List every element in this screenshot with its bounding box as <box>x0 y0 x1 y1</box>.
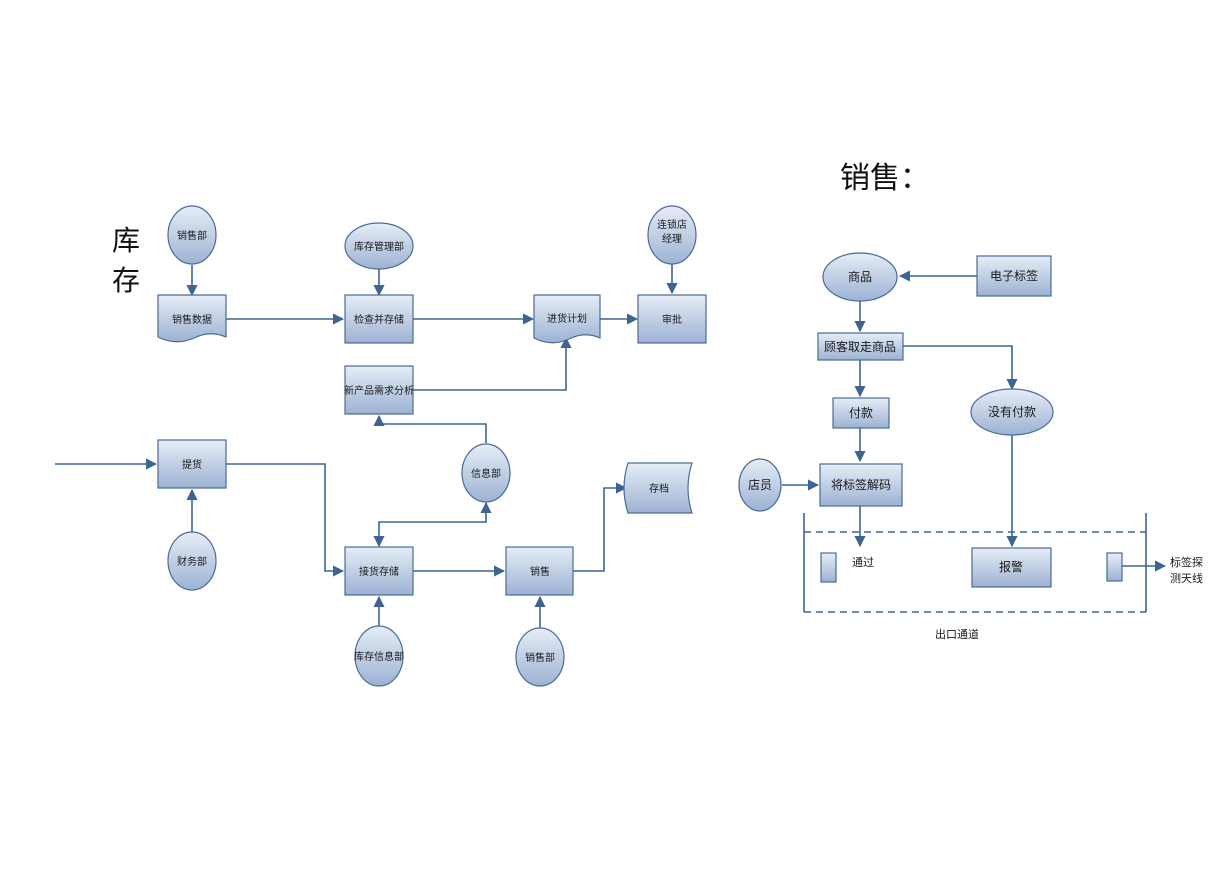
label-antenna-line2: 测天线 <box>1170 571 1203 585</box>
node-rfid-tag <box>976 255 1052 297</box>
node-approve <box>637 294 707 344</box>
label-exit-channel: 出口通道 <box>935 627 979 641</box>
node-no-pay <box>970 388 1054 436</box>
label-manager-line1: 连锁店 <box>657 218 687 231</box>
node-stock-mgmt-dept <box>344 222 414 270</box>
label-info-dept: 信息部 <box>471 467 501 480</box>
label-sales-data: 销售数据 <box>172 313 212 326</box>
node-new-product-analysis <box>344 365 414 415</box>
label-pickup: 提货 <box>182 458 202 471</box>
edge-sales-archive <box>573 482 628 572</box>
label-decode-tag: 将标签解码 <box>831 477 891 492</box>
node-info-dept <box>461 443 511 503</box>
label-purchase-plan: 进货计划 <box>547 312 587 325</box>
label-finance-dept: 财务部 <box>177 555 207 568</box>
label-new-product-analysis: 新产品需求分析 <box>344 384 414 397</box>
edge-customer-nopay <box>903 345 1018 391</box>
edge-analysis-plan <box>413 336 572 391</box>
node-finance-dept <box>167 531 217 591</box>
edge-info-analysis <box>373 414 487 443</box>
node-sales-dept-top <box>167 205 217 265</box>
node-pickup <box>157 439 227 489</box>
label-no-pay: 没有付款 <box>988 404 1036 419</box>
node-alarm <box>971 547 1052 588</box>
label-antenna-line1: 标签探 <box>1170 555 1203 569</box>
node-stock-info-dept <box>354 625 404 687</box>
label-approve: 审批 <box>662 313 682 326</box>
sales-title: 销售： <box>840 161 930 196</box>
label-pay: 付款 <box>849 406 873 420</box>
label-sales: 销售 <box>530 565 550 578</box>
node-sales <box>505 546 574 596</box>
label-stock-info-dept: 库存信息部 <box>354 650 404 663</box>
inventory-title-line1: 库 <box>112 224 140 257</box>
node-pay <box>832 397 890 429</box>
node-antenna-gate <box>1106 552 1123 582</box>
label-archive: 存档 <box>649 482 669 495</box>
label-sales-dept-top: 销售部 <box>177 229 207 242</box>
edge-pickup-receive <box>226 463 345 577</box>
node-sales-data <box>157 294 227 343</box>
node-receive-store <box>344 546 414 596</box>
inventory-title-line2: 存 <box>112 264 140 297</box>
node-decode-tag <box>819 463 903 507</box>
node-sales-dept-bottom <box>515 627 565 687</box>
label-alarm: 报警 <box>999 559 1023 574</box>
label-receive-store: 接货存储 <box>359 565 399 578</box>
node-manager <box>647 205 697 265</box>
node-check-stock <box>344 294 414 344</box>
edge-receive-info <box>373 501 492 548</box>
label-check-stock: 检查并存储 <box>354 313 404 326</box>
sales-edges <box>782 270 1167 572</box>
node-pass-gate <box>820 552 837 583</box>
node-clerk <box>738 458 782 512</box>
exit-channel-box <box>803 513 1147 613</box>
label-clerk: 店员 <box>748 478 772 492</box>
node-goods <box>822 252 898 302</box>
label-sales-dept-bottom: 销售部 <box>525 651 555 664</box>
label-pass: 通过 <box>852 556 874 569</box>
label-stock-mgmt-dept: 库存管理部 <box>354 240 404 253</box>
node-purchase-plan <box>533 294 601 344</box>
label-rfid-tag: 电子标签 <box>990 268 1038 283</box>
node-customer-takes <box>817 332 904 361</box>
node-archive <box>623 462 693 514</box>
label-customer-takes: 顾客取走商品 <box>824 339 896 354</box>
label-goods: 商品 <box>848 269 872 284</box>
inventory-edges <box>55 263 678 628</box>
label-manager-line2: 经理 <box>662 232 682 245</box>
